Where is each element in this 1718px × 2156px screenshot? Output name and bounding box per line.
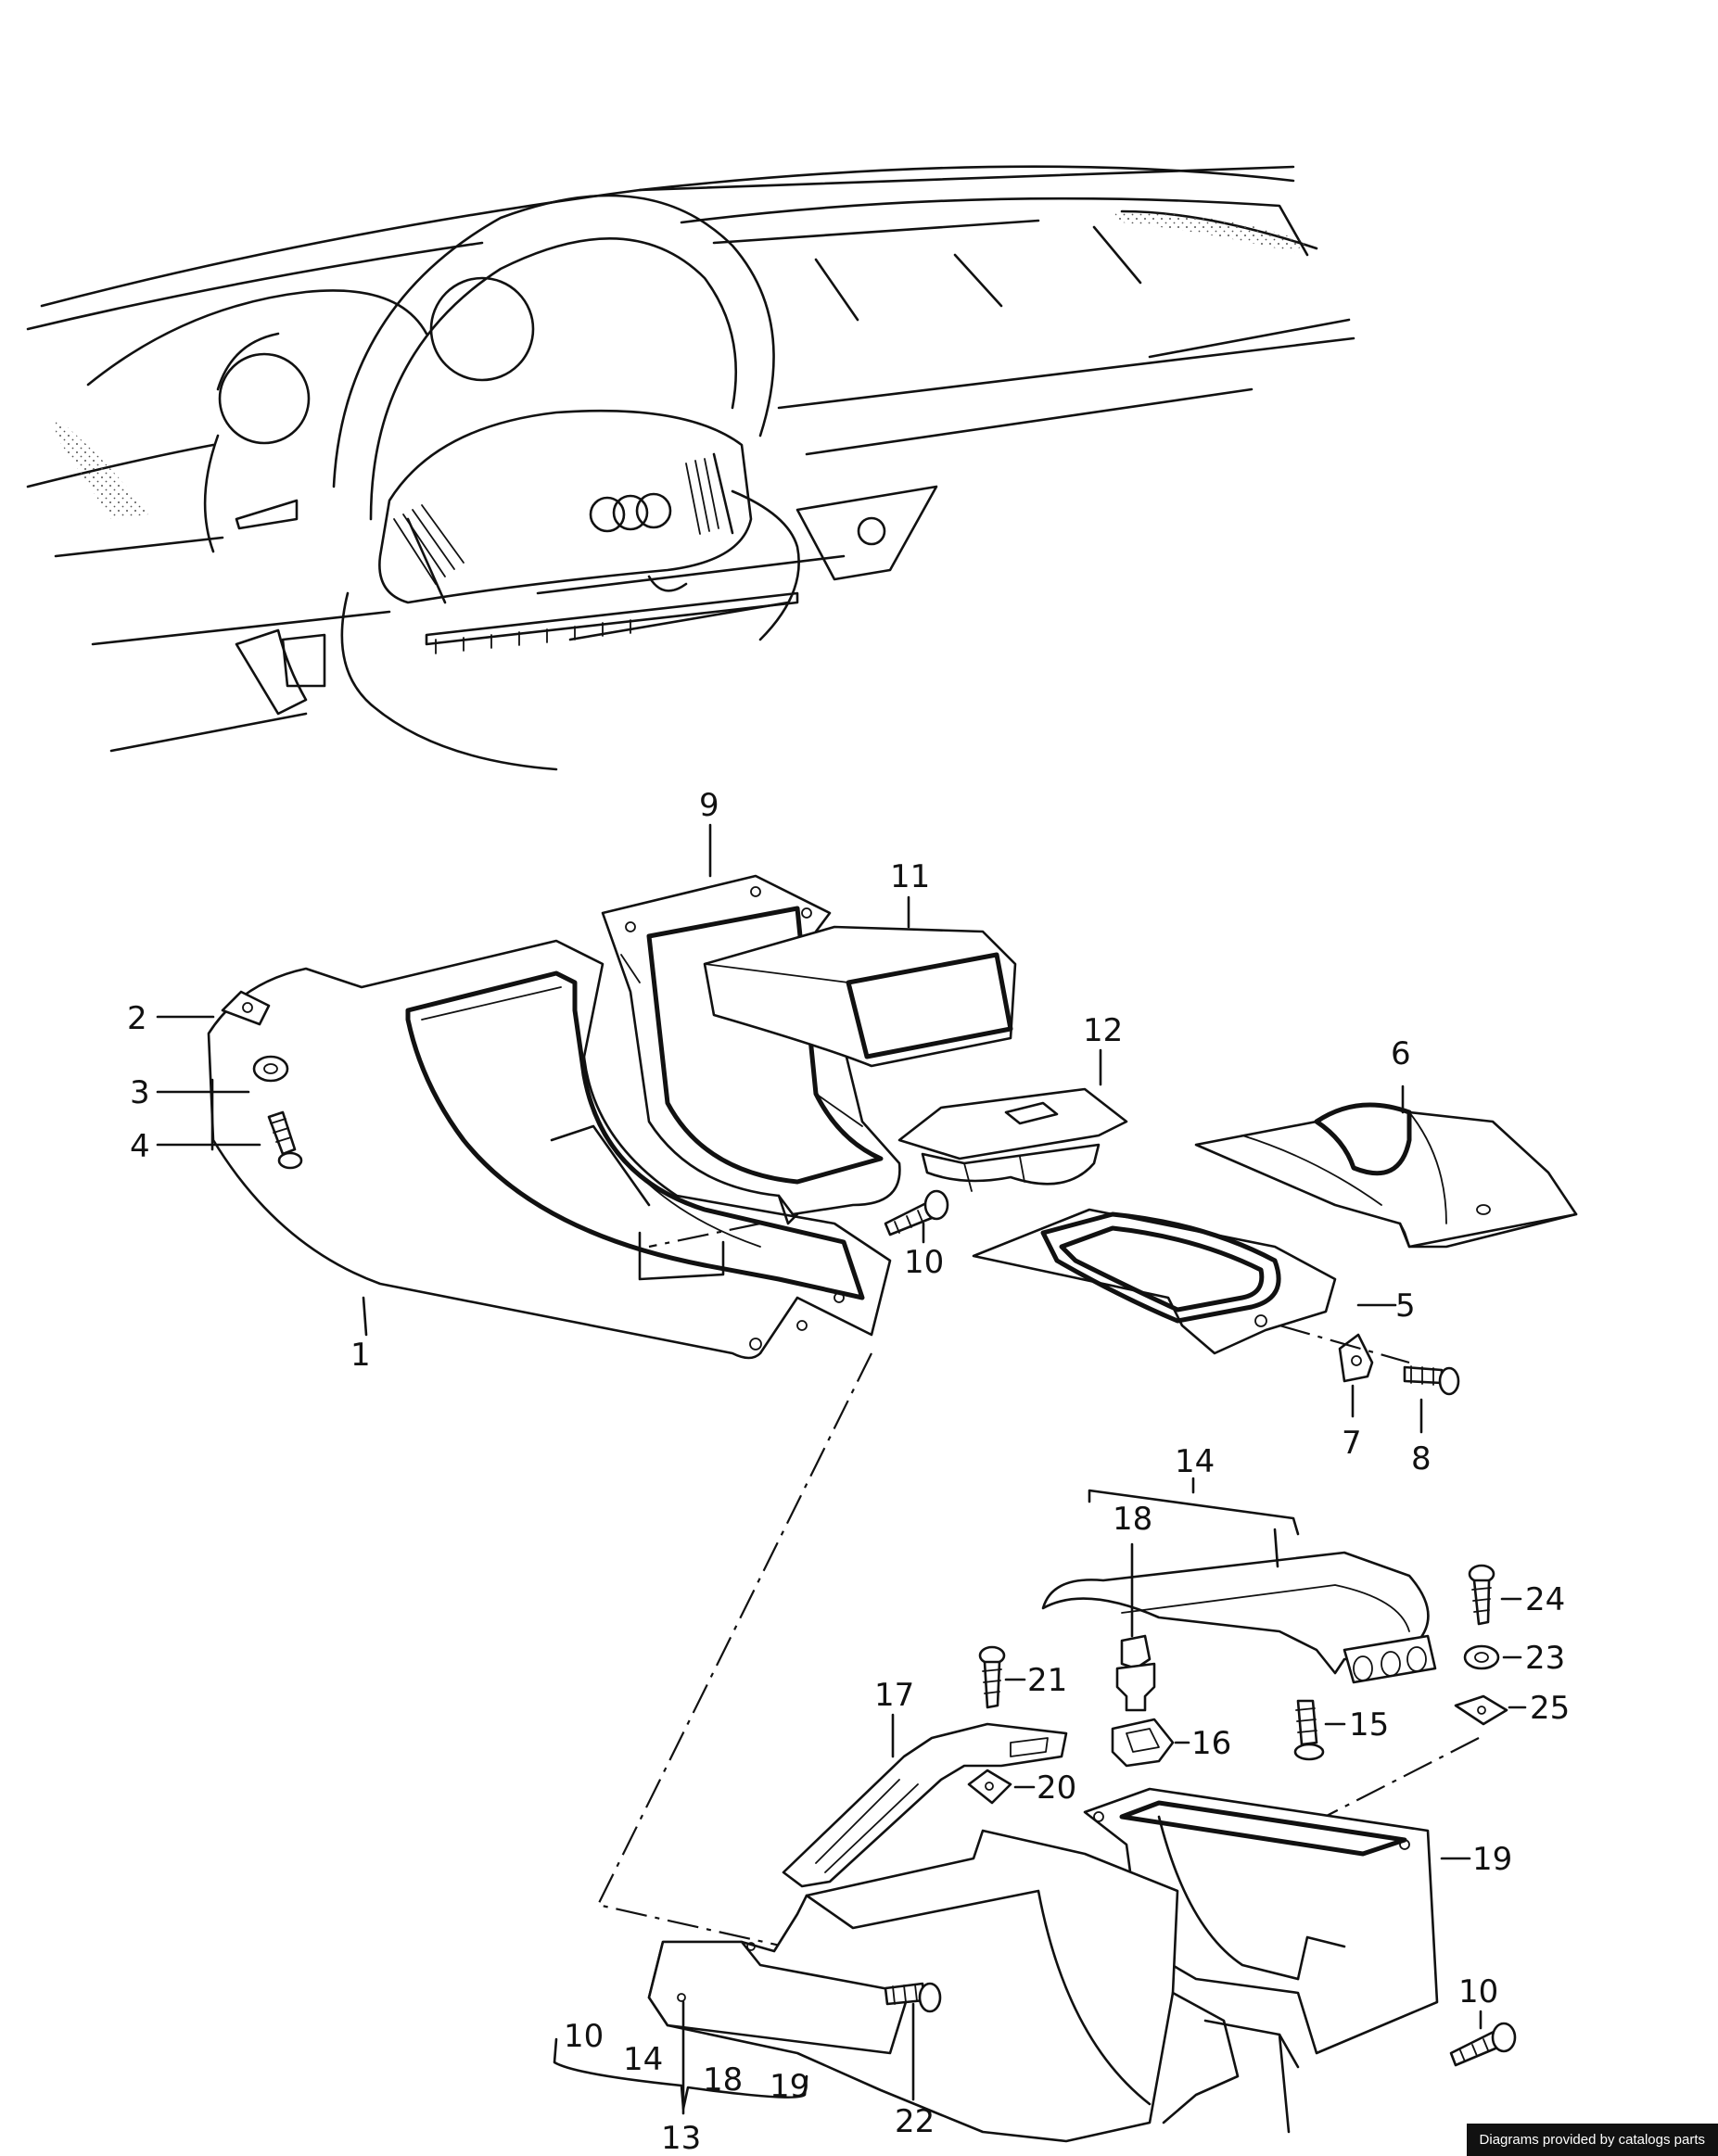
callout-8: 8 [1411, 1440, 1432, 1477]
part-9-frame [601, 874, 901, 1225]
part-21-screw [978, 1645, 1006, 1709]
callout-14-bottom: 14 [623, 2041, 663, 2078]
callout-4: 4 [130, 1128, 150, 1165]
callout-24: 24 [1525, 1581, 1565, 1618]
callout-23: 23 [1525, 1640, 1565, 1677]
callout-22: 22 [895, 2103, 935, 2140]
part-14-armrest-lid [1041, 1551, 1437, 1684]
part-20-clip [967, 1769, 1012, 1805]
part-22-screw [884, 1982, 942, 2013]
part-4-screw [267, 1110, 303, 1170]
leader-lines [156, 823, 1527, 2115]
callout-20: 20 [1037, 1769, 1076, 1807]
part-3-washer [252, 1055, 289, 1083]
callout-19-bottom: 19 [770, 2068, 809, 2105]
callout-9: 9 [699, 787, 719, 824]
part-25-clip [1454, 1694, 1508, 1726]
callout-18-bottom: 18 [703, 2061, 743, 2099]
callout-12: 12 [1083, 1012, 1123, 1049]
part-15-screw [1293, 1699, 1325, 1761]
part-5-shift-plate [972, 1208, 1337, 1355]
part-23-washer [1463, 1644, 1500, 1670]
callout-13: 13 [661, 2120, 701, 2156]
callout-2: 2 [127, 1000, 147, 1037]
callout-1: 1 [350, 1337, 371, 1374]
callout-10-upper: 10 [904, 1244, 944, 1281]
callout-19-right: 19 [1472, 1841, 1512, 1878]
part-10-screw-lower [1449, 2022, 1517, 2067]
callout-21: 21 [1027, 1662, 1067, 1699]
part-19-storage-box [1083, 1787, 1439, 2055]
callout-17: 17 [874, 1677, 914, 1714]
part-8-screw [1403, 1365, 1460, 1396]
callout-15: 15 [1349, 1706, 1389, 1744]
callout-6: 6 [1391, 1035, 1411, 1072]
part-17-bracket [782, 1722, 1068, 1888]
callout-14-top: 14 [1175, 1443, 1215, 1480]
part-10-screw-upper [884, 1189, 949, 1237]
callout-25: 25 [1530, 1690, 1570, 1727]
callout-10-lower: 10 [1458, 1973, 1498, 2010]
credit-badge: Diagrams provided by catalogs parts [1466, 2124, 1718, 2156]
callout-3: 3 [130, 1074, 150, 1111]
part-18-latch [1115, 1634, 1156, 1712]
part-16-catch [1111, 1718, 1175, 1768]
part-24-screw [1468, 1564, 1495, 1626]
part-12-tray-insert [897, 1087, 1128, 1192]
callout-18-top: 18 [1113, 1501, 1152, 1538]
callout-10-bottom: 10 [564, 2018, 604, 2055]
part-1-console-shell [207, 939, 892, 1360]
part-2-clip [221, 990, 271, 1026]
part-11-storage-pocket [703, 925, 1017, 1068]
callout-5: 5 [1395, 1287, 1416, 1325]
callout-16: 16 [1191, 1725, 1231, 1762]
callout-11: 11 [890, 858, 930, 895]
dashboard-illustration [26, 165, 1355, 771]
part-6-shift-cover [1194, 1102, 1578, 1249]
callout-7: 7 [1342, 1425, 1362, 1462]
callout-labels: 1 2 3 4 5 6 7 8 9 10 11 12 14 18 24 23 2… [127, 787, 1570, 2156]
part-7-clip [1338, 1333, 1374, 1383]
